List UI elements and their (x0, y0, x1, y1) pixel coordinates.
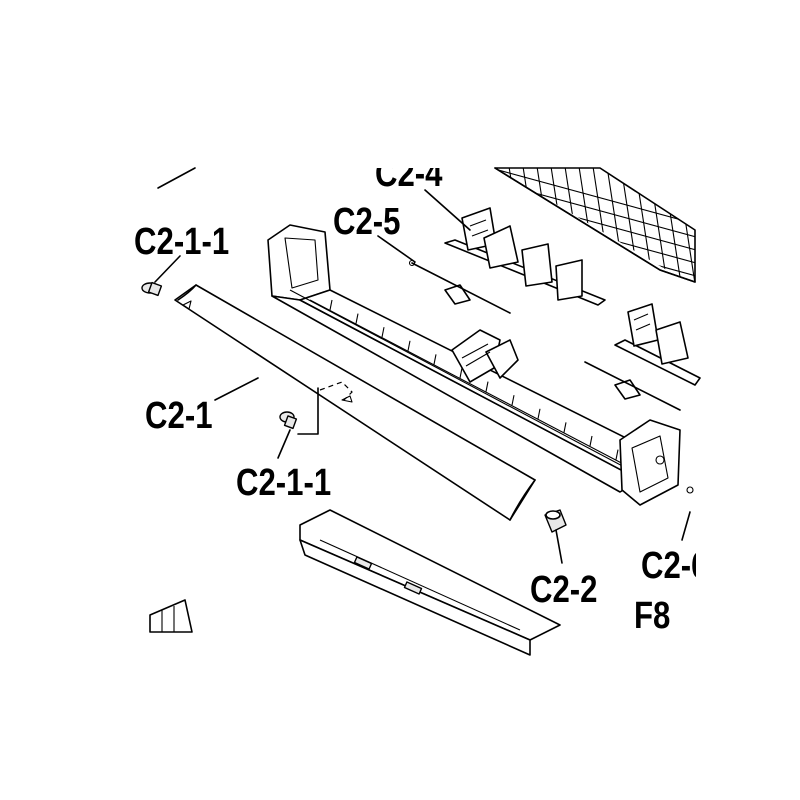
bracket-fragment (149, 599, 193, 633)
drain-pan (299, 509, 561, 656)
flap-panel (174, 284, 536, 521)
leader-top-left (157, 167, 196, 189)
leader-c2-1-1-mid (277, 429, 291, 459)
callout-c2-1: C2-1 (145, 395, 213, 437)
callout-c2-1-1-top: C2-1-1 (134, 221, 229, 263)
louver-set-lower (614, 303, 701, 386)
callout-c2-6: C2-6 (641, 545, 709, 587)
screw-top (141, 281, 163, 297)
leader-c2-5 (377, 235, 416, 263)
leader-c2-2 (555, 529, 563, 564)
callout-c2-1-1-mid: C2-1-1 (236, 462, 331, 504)
callout-f8: F8 (634, 595, 670, 637)
leader-c2-4 (424, 189, 471, 231)
callout-c2-5: C2-5 (333, 201, 401, 243)
linkage-rod-lower (584, 361, 681, 411)
louver-set-upper (444, 207, 606, 306)
callout-c2-2: C2-2 (530, 569, 598, 611)
leader-c2-6 (681, 511, 691, 541)
leader-c2-1-1-top (154, 255, 181, 283)
screw-mid (279, 411, 298, 430)
callout-c2-4: C2-4 (375, 153, 443, 195)
leader-c2-1 (214, 377, 259, 401)
louver-frame (267, 224, 681, 506)
linkage-rod-upper (408, 259, 511, 314)
pivot-bushing (544, 509, 567, 533)
pin-c2-6 (686, 486, 694, 494)
